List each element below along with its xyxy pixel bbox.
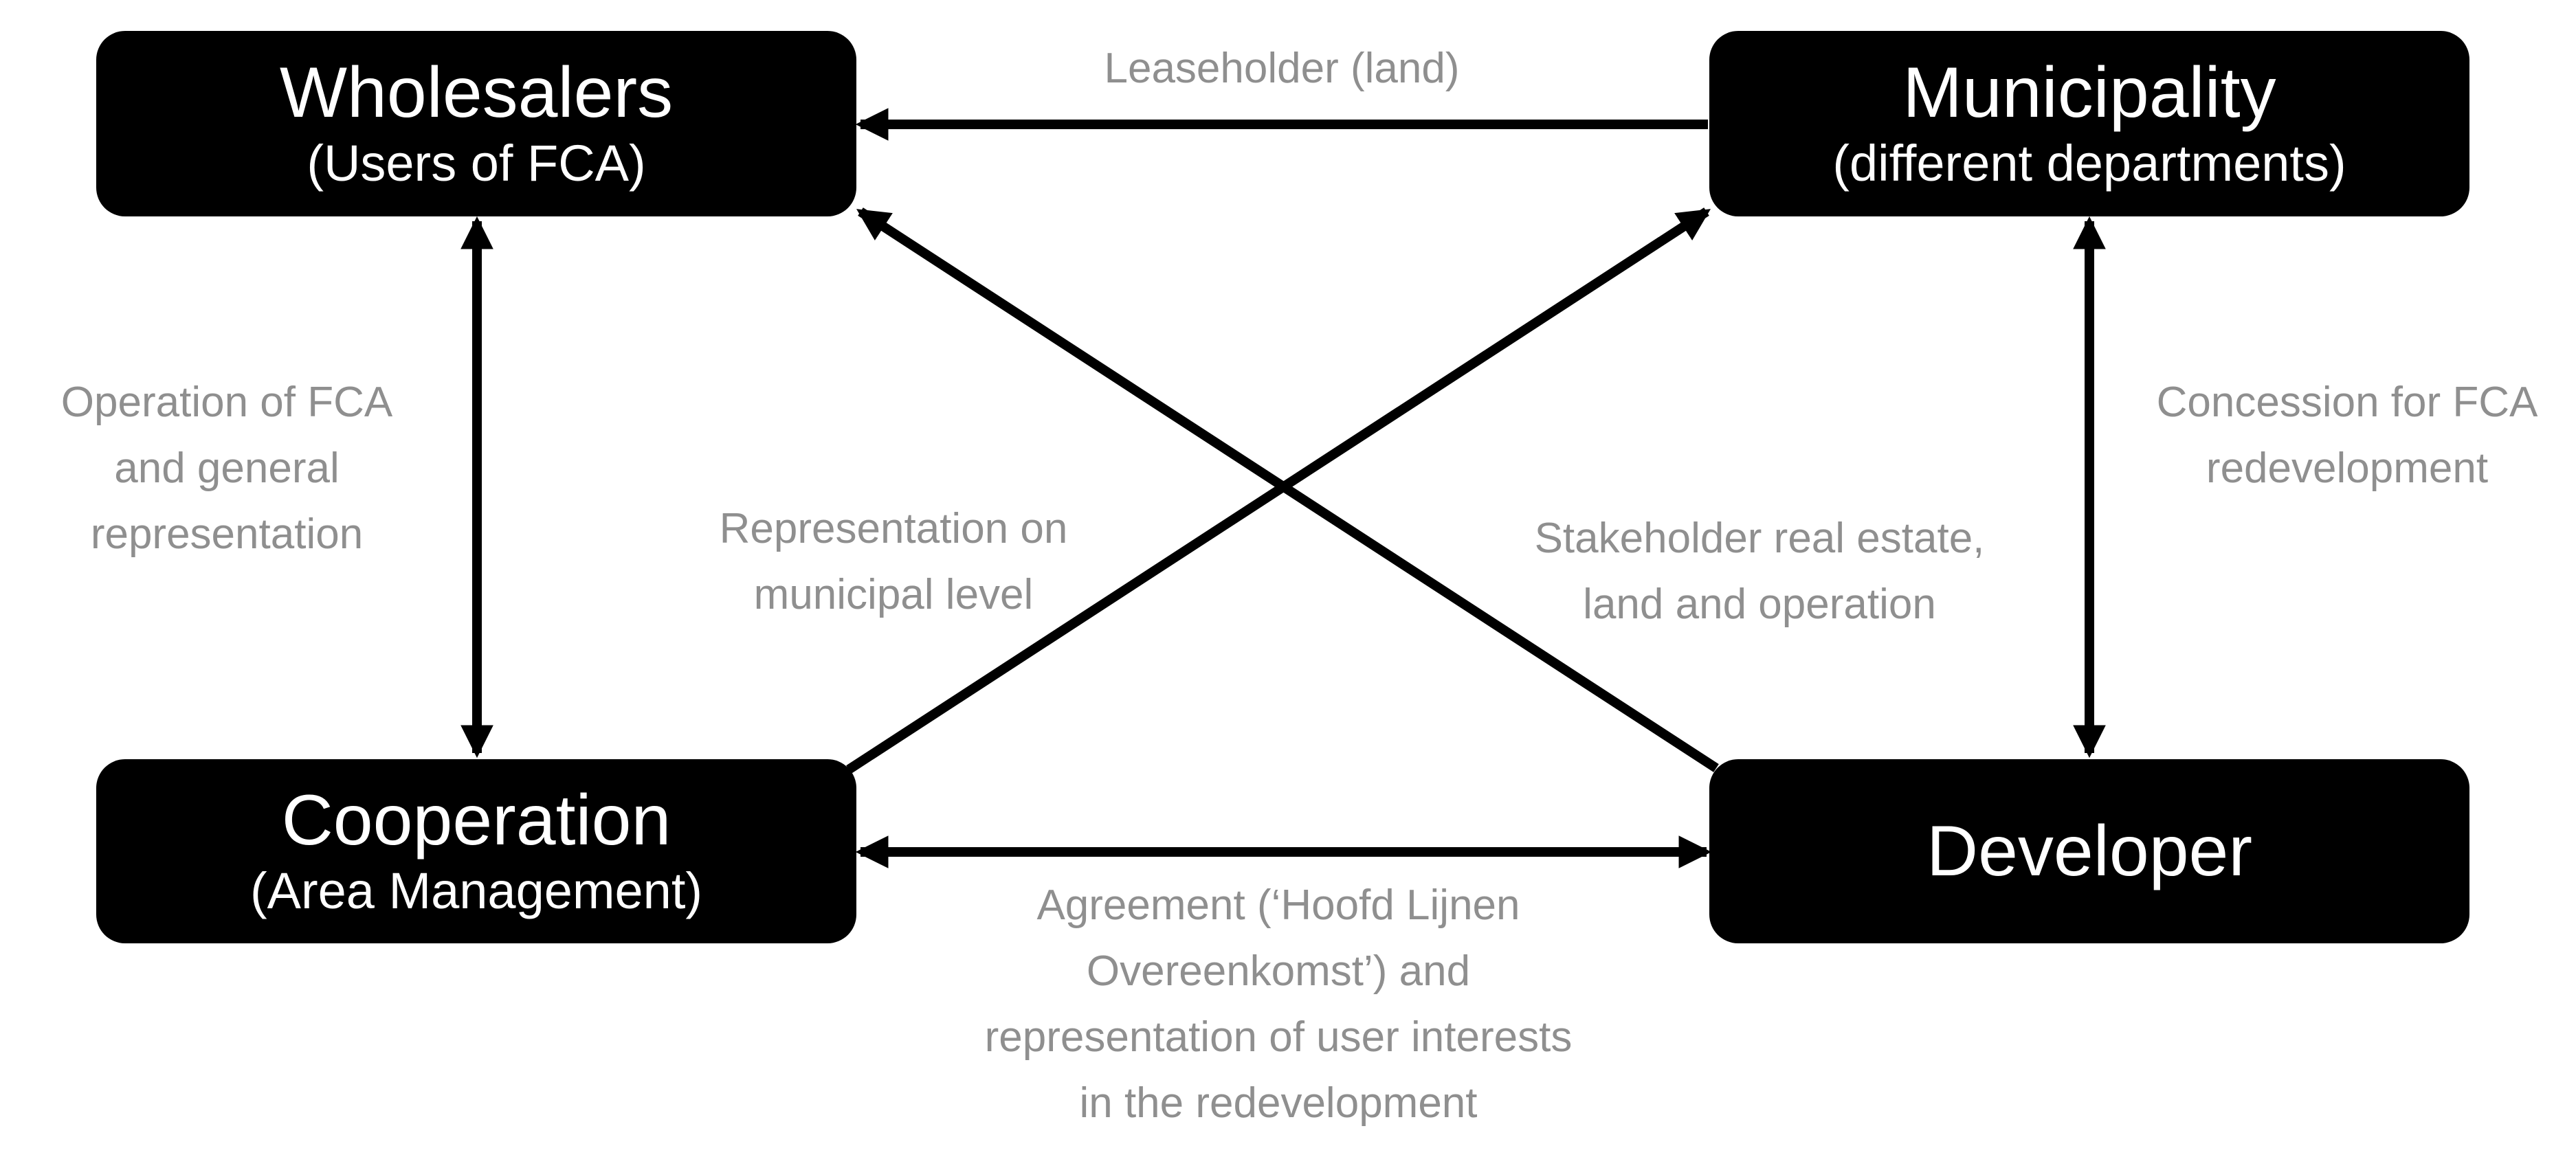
arrow-cooperation-to-municipality (846, 207, 1711, 774)
label-operation-line: representation (90, 510, 364, 558)
node-cooperation-title: Cooperation (281, 780, 671, 861)
node-cooperation: Cooperation (Area Management) (96, 759, 856, 943)
node-wholesalers-title: Wholesalers (279, 53, 674, 133)
label-concession-line: redevelopment (2206, 445, 2489, 492)
label-agreement-line: in the redevelopment (1079, 1079, 1478, 1127)
arrow-developer-to-wholesalers (856, 207, 1719, 772)
label-operation-line: and general (114, 445, 340, 492)
node-developer: Developer (1709, 759, 2469, 943)
node-municipality-subtitle: (different departments) (1832, 134, 2346, 192)
node-wholesalers-subtitle: (Users of FCA) (307, 134, 646, 192)
label-representation-line: Representation on (719, 505, 1068, 552)
label-stakeholder-line: land and operation (1583, 581, 1936, 628)
label-representation: Representation on municipal level (653, 496, 1134, 628)
label-stakeholder: Stakeholder real estate, land and operat… (1478, 506, 2041, 638)
node-cooperation-subtitle: (Area Management) (249, 862, 703, 919)
label-agreement: Agreement (‘Hoofd Lijnen Overeenkomst’) … (900, 873, 1656, 1136)
label-operation: Operation of FCA and general representat… (14, 370, 440, 568)
label-leaseholder: Leaseholder (land) (962, 36, 1601, 102)
node-municipality-title: Municipality (1902, 53, 2276, 133)
label-representation-line: municipal level (753, 571, 1034, 618)
label-agreement-line: Overeenkomst’) and (1086, 947, 1471, 995)
label-operation-line: Operation of FCA (60, 379, 393, 426)
node-municipality: Municipality (different departments) (1709, 31, 2469, 216)
label-agreement-line: Agreement (‘Hoofd Lijnen (1036, 881, 1520, 929)
label-concession-line: Concession for FCA (2156, 379, 2538, 426)
label-stakeholder-line: Stakeholder real estate, (1534, 515, 1985, 562)
node-wholesalers: Wholesalers (Users of FCA) (96, 31, 856, 216)
label-leaseholder-line: Leaseholder (land) (1104, 45, 1460, 92)
label-agreement-line: representation of user interests (984, 1013, 1573, 1061)
label-concession: Concession for FCA redevelopment (2124, 370, 2571, 502)
node-developer-title: Developer (1926, 811, 2253, 891)
